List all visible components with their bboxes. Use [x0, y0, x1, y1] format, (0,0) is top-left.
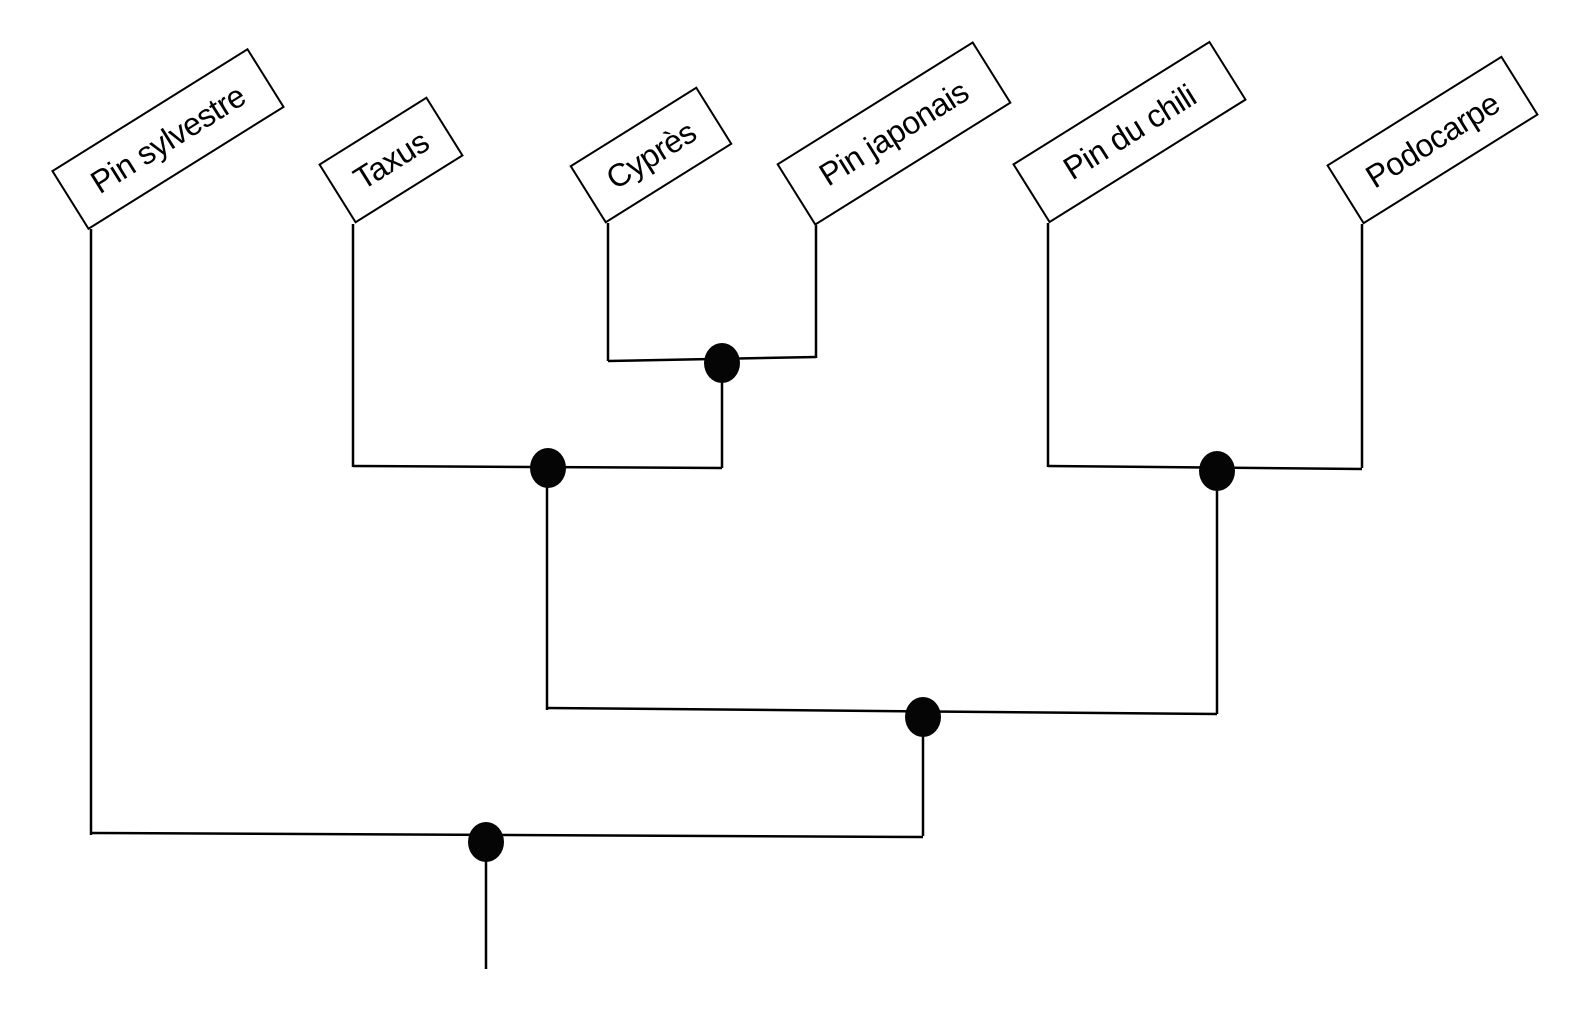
- node-central-clade: [905, 697, 941, 737]
- node-taxus-clade: [530, 448, 566, 488]
- branch-root: [90, 831, 924, 839]
- branch-cladeB-cladeC: [546, 706, 1218, 716]
- node-root: [468, 822, 504, 862]
- node-chili-podocarpe: [1199, 451, 1235, 491]
- node-cypres-japonais: [704, 343, 740, 383]
